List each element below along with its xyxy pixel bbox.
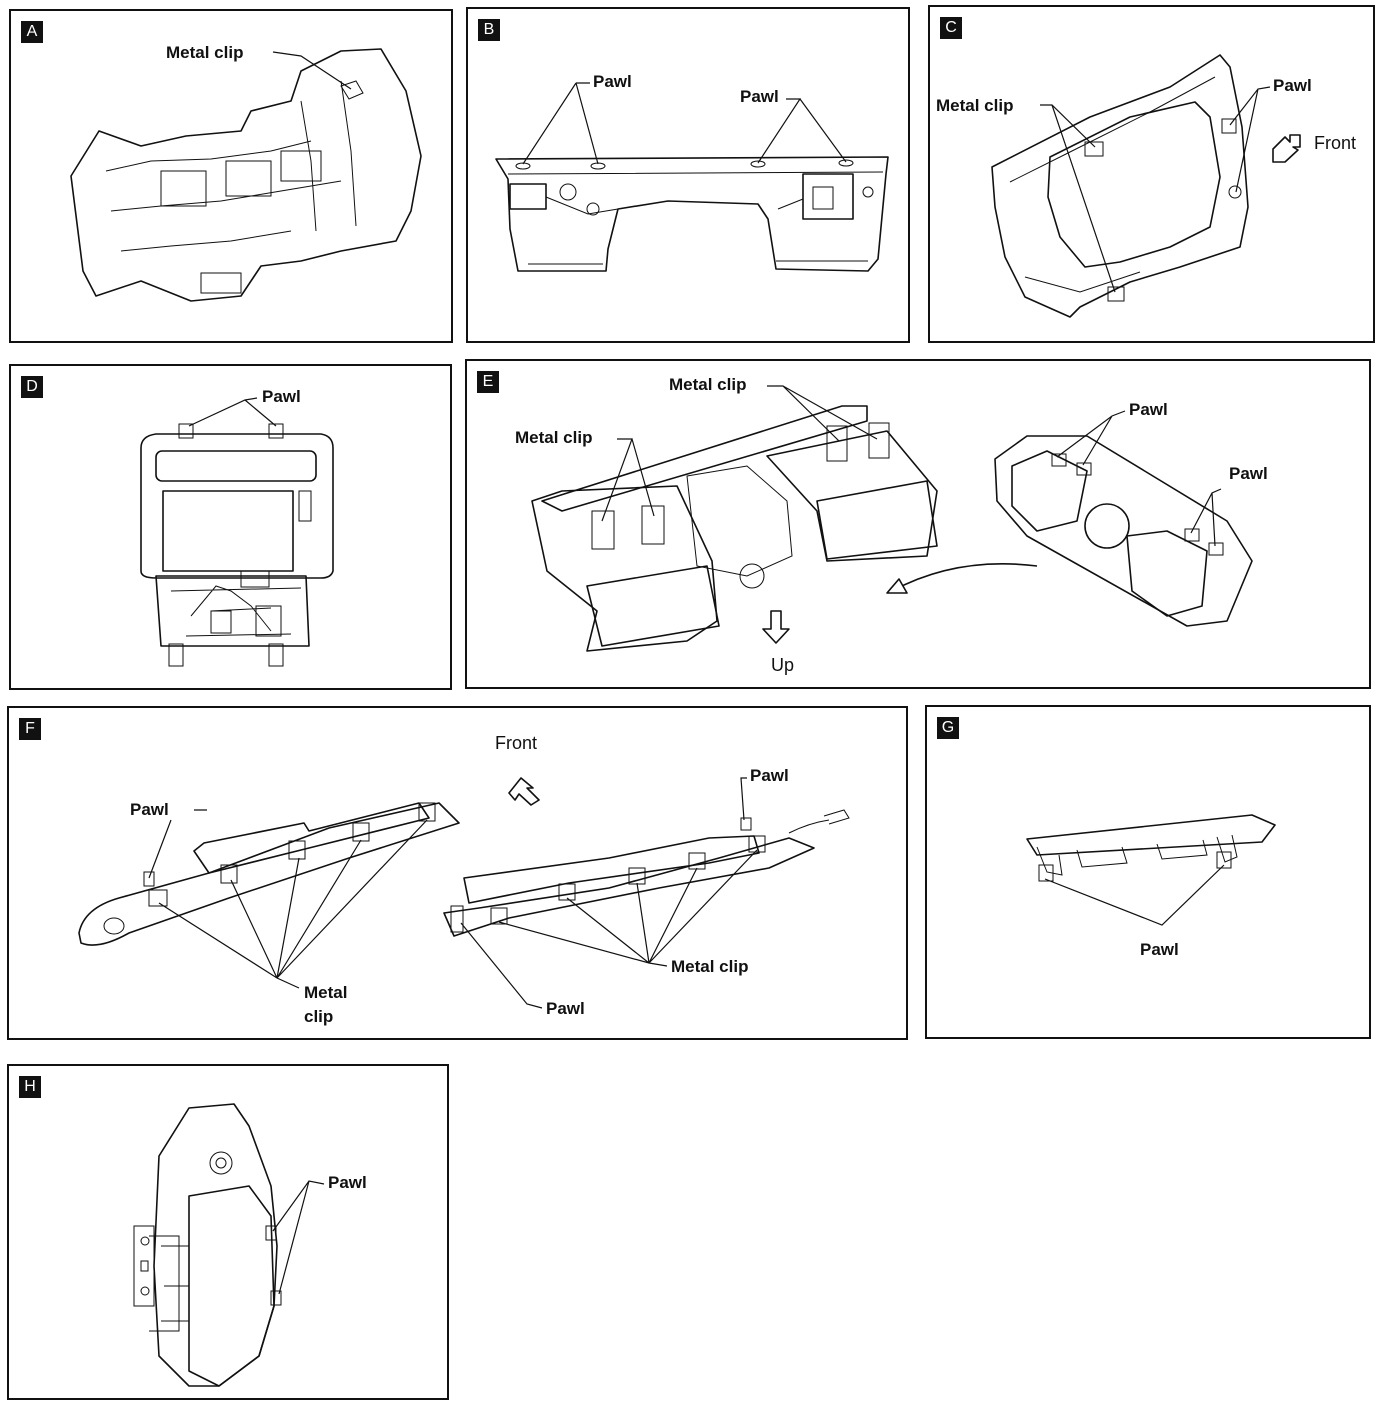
panel-e-illustration: Up Metal clip Metal clip Pawl Pawl bbox=[515, 375, 1268, 675]
panel-a: A Metal clip bbox=[9, 9, 453, 343]
panel-f-pawl-left-label: Pawl bbox=[130, 800, 169, 819]
panel-f-pawl-left-leader bbox=[148, 809, 207, 879]
panel-e-pawl-top-label: Pawl bbox=[1129, 400, 1168, 419]
panel-c-pawl-leader bbox=[1229, 86, 1271, 193]
panel-c-illustration: Metal clip Pawl Front bbox=[936, 54, 1356, 318]
panel-d: D Pawl bbox=[9, 364, 452, 690]
panel-e-metal-clip-left-label: Metal clip bbox=[515, 428, 592, 447]
panel-h: H Pawl bbox=[7, 1064, 449, 1400]
panel-f: F Front Pawl Pawl Pawl Metal clip Metal … bbox=[7, 706, 908, 1040]
panel-g-illustration: Pawl bbox=[1026, 814, 1276, 959]
panel-b-pawl-left-leader bbox=[522, 82, 599, 165]
panel-c-metal-clip-leader bbox=[1040, 104, 1116, 293]
panel-e-pawl-right-label: Pawl bbox=[1229, 464, 1268, 483]
panel-b-letter: B bbox=[478, 19, 500, 41]
panel-e-letter: E bbox=[477, 371, 499, 393]
panel-e-up-arrow-icon bbox=[762, 610, 790, 644]
panel-h-pawl-label: Pawl bbox=[328, 1173, 367, 1192]
panel-d-illustration: Pawl bbox=[140, 387, 334, 667]
panel-f-metal-clip-left-label-1: Metal bbox=[304, 983, 347, 1002]
panel-c: C Metal clip Pawl Front bbox=[928, 5, 1375, 343]
panel-d-letter: D bbox=[21, 376, 43, 398]
panel-c-front-label: Front bbox=[1314, 133, 1356, 153]
panel-e-up-label: Up bbox=[771, 655, 794, 675]
panel-f-illustration: Front Pawl Pawl Pawl Metal clip Metal cl… bbox=[78, 733, 850, 1026]
panel-e-metal-clip-left-leader bbox=[601, 438, 655, 522]
panel-d-pawl-label: Pawl bbox=[262, 387, 301, 406]
panel-e: E Up Metal clip Metal clip Pawl Pawl bbox=[465, 359, 1371, 689]
panel-h-pawl-leader bbox=[272, 1180, 325, 1295]
panel-f-letter: F bbox=[19, 718, 41, 740]
panel-a-letter: A bbox=[21, 21, 43, 43]
panel-b-pawl-left-label: Pawl bbox=[593, 72, 632, 91]
panel-b-illustration: Pawl Pawl bbox=[495, 72, 889, 272]
panel-b-pawl-right-leader bbox=[757, 98, 847, 164]
panel-f-metal-clip-right-leader bbox=[498, 849, 758, 967]
panel-a-illustration: Metal clip bbox=[70, 43, 422, 302]
panel-f-pawl-right-label: Pawl bbox=[750, 766, 789, 785]
panel-c-pawl-label: Pawl bbox=[1273, 76, 1312, 95]
panel-g-pawl-leader bbox=[1044, 864, 1225, 926]
panel-b-pawl-right-label: Pawl bbox=[740, 87, 779, 106]
panel-f-metal-clip-right-label: Metal clip bbox=[671, 957, 748, 976]
panel-b: B Pawl Pawl bbox=[466, 7, 910, 343]
panel-f-front-arrow-icon bbox=[508, 777, 540, 806]
panel-f-front-label: Front bbox=[495, 733, 537, 753]
panel-a-metal-clip-label: Metal clip bbox=[166, 43, 243, 62]
panel-g-pawl-label: Pawl bbox=[1140, 940, 1179, 959]
panel-f-metal-clip-left-leader bbox=[158, 819, 428, 989]
panel-f-metal-clip-left-label-2: clip bbox=[304, 1007, 333, 1026]
panel-e-metal-clip-top-label: Metal clip bbox=[669, 375, 746, 394]
panel-c-front-arrow-icon bbox=[1272, 134, 1301, 163]
panel-e-pawl-right-leader bbox=[1190, 488, 1222, 547]
panel-f-pawl-right-leader bbox=[740, 777, 747, 821]
panel-h-letter: H bbox=[19, 1076, 41, 1098]
panel-e-metal-clip-top-leader bbox=[767, 385, 878, 442]
panel-d-pawl-leader bbox=[188, 397, 277, 427]
panel-c-metal-clip-label: Metal clip bbox=[936, 96, 1013, 115]
panel-c-letter: C bbox=[940, 17, 962, 39]
panel-e-pawl-top-leader bbox=[1056, 410, 1126, 466]
panel-f-pawl-bottom-label: Pawl bbox=[546, 999, 585, 1018]
panel-a-metal-clip-leader bbox=[272, 51, 352, 90]
panel-g: G Pawl bbox=[925, 705, 1371, 1039]
panel-g-letter: G bbox=[937, 717, 959, 739]
panel-f-pawl-bottom-leader bbox=[460, 922, 543, 1009]
panel-h-illustration: Pawl bbox=[133, 1103, 367, 1387]
